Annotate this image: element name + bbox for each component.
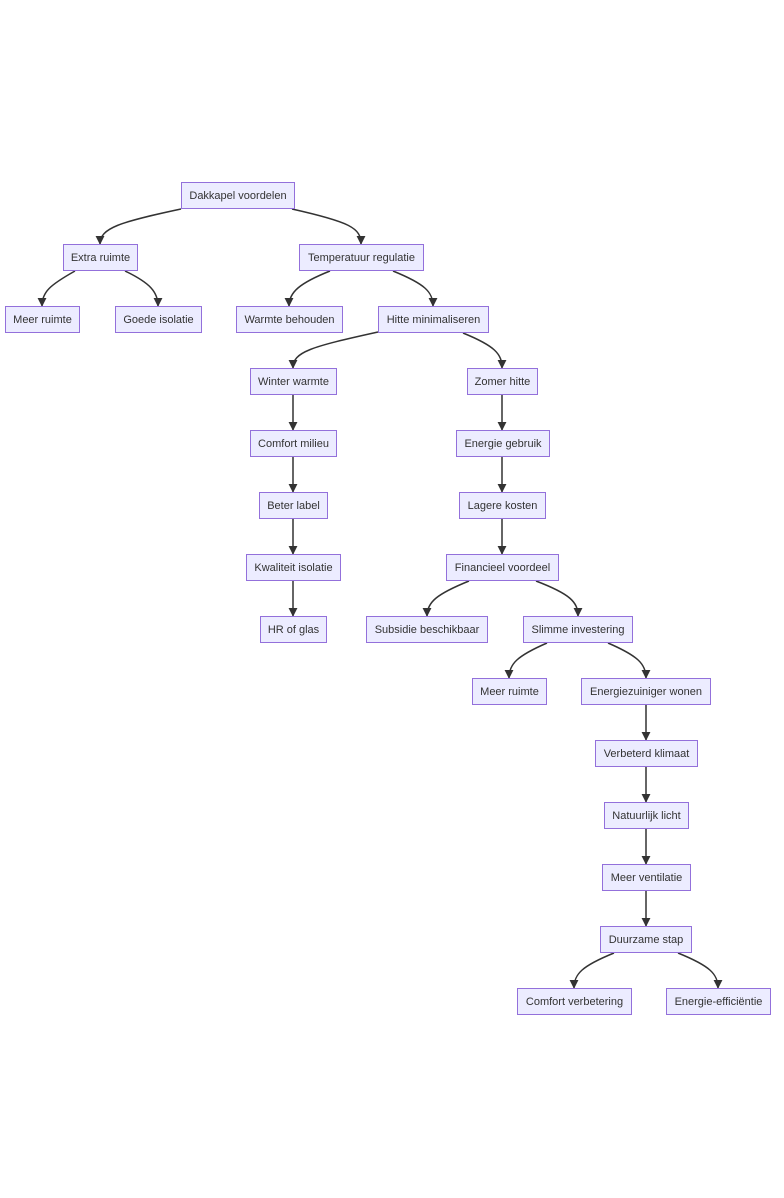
- node-dakkapel-voordelen: Dakkapel voordelen: [181, 182, 295, 209]
- node-beter-label: Beter label: [259, 492, 328, 519]
- node-hr-of-glas: HR of glas: [260, 616, 327, 643]
- node-energie-gebruik: Energie gebruik: [456, 430, 550, 457]
- node-financieel-voordeel: Financieel voordeel: [446, 554, 559, 581]
- edge-hitte-zomer: [462, 332, 507, 369]
- edge-extra-goede: [124, 270, 163, 307]
- edge-financieel-subsidie: [422, 580, 470, 617]
- node-warmte-behouden: Warmte behouden: [236, 306, 343, 333]
- node-duurzame-stap: Duurzame stap: [600, 926, 692, 953]
- node-extra-ruimte: Extra ruimte: [63, 244, 138, 271]
- edge-hitte-winter: [288, 331, 379, 369]
- node-slimme-investering: Slimme investering: [523, 616, 633, 643]
- node-hitte-minimaliseren: Hitte minimaliseren: [378, 306, 489, 333]
- node-energie-efficientie: Energie-efficiëntie: [666, 988, 771, 1015]
- node-meer-ruimte-2: Meer ruimte: [472, 678, 547, 705]
- node-subsidie-beschikbaar: Subsidie beschikbaar: [366, 616, 488, 643]
- edge-duurzame-energie: [677, 952, 723, 989]
- node-kwaliteit-isolatie: Kwaliteit isolatie: [246, 554, 341, 581]
- node-zomer-hitte: Zomer hitte: [467, 368, 538, 395]
- node-meer-ruimte: Meer ruimte: [5, 306, 80, 333]
- node-verbeterd-klimaat: Verbeterd klimaat: [595, 740, 698, 767]
- node-comfort-verbetering: Comfort verbetering: [517, 988, 632, 1015]
- edge-slimme-energiezuiniger: [607, 642, 651, 679]
- edge-slimme-meer: [504, 642, 548, 679]
- node-comfort-milieu: Comfort milieu: [250, 430, 337, 457]
- node-energiezuiniger-wonen: Energiezuiniger wonen: [581, 678, 711, 705]
- edge-financieel-slimme: [535, 580, 583, 617]
- edge-extra-meer: [37, 270, 76, 307]
- edge-dakkapel-temperatuur: [291, 208, 366, 245]
- edge-dakkapel-extra: [95, 208, 182, 245]
- node-lagere-kosten: Lagere kosten: [459, 492, 546, 519]
- edge-duurzame-comfort: [569, 952, 615, 989]
- edge-temp-warmte: [284, 270, 331, 307]
- node-temperatuur-regulatie: Temperatuur regulatie: [299, 244, 424, 271]
- node-goede-isolatie: Goede isolatie: [115, 306, 202, 333]
- node-natuurlijk-licht: Natuurlijk licht: [604, 802, 689, 829]
- node-meer-ventilatie: Meer ventilatie: [602, 864, 691, 891]
- edge-temp-hitte: [392, 270, 438, 307]
- node-winter-warmte: Winter warmte: [250, 368, 337, 395]
